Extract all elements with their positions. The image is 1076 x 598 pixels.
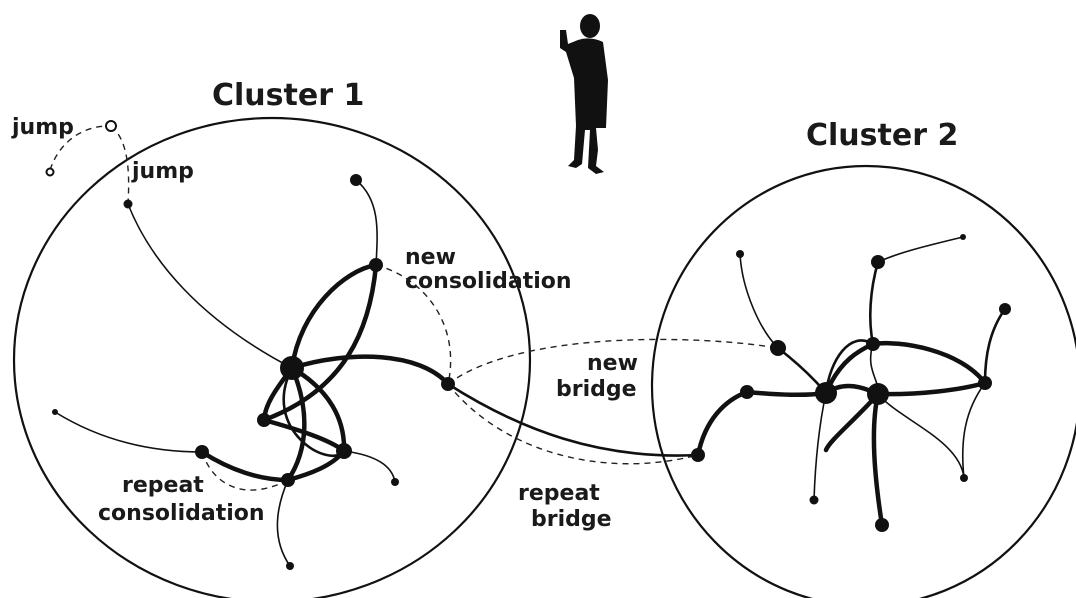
node xyxy=(257,413,271,427)
cluster-1-label: Cluster 1 xyxy=(212,78,364,113)
node xyxy=(736,250,744,258)
new-consolidation-label-line1: new xyxy=(405,245,456,270)
node xyxy=(441,377,455,391)
node xyxy=(369,258,383,272)
node xyxy=(281,473,295,487)
repeat-consolidation-label-line2: consolidation xyxy=(98,501,265,526)
node-hollow xyxy=(105,120,117,132)
node xyxy=(123,199,133,209)
node xyxy=(280,356,304,380)
node xyxy=(391,478,399,486)
node xyxy=(286,562,294,570)
node xyxy=(336,443,352,459)
cluster-2-label: Cluster 2 xyxy=(806,118,958,153)
node xyxy=(195,445,209,459)
repeat-bridge-label-line1: repeat xyxy=(518,481,600,506)
cluster-1-boundary xyxy=(12,116,532,598)
jump-label-outer: jump xyxy=(11,115,74,140)
cluster-2-links xyxy=(695,236,1007,528)
node xyxy=(809,495,819,505)
node xyxy=(740,385,754,399)
node xyxy=(999,303,1011,315)
node xyxy=(867,383,889,405)
node-hollow xyxy=(45,167,55,177)
person-silhouette-icon xyxy=(560,14,608,174)
new-bridge-label-line2: bridge xyxy=(556,377,637,402)
node xyxy=(52,409,58,415)
node xyxy=(350,174,362,186)
dashed-links xyxy=(49,125,779,491)
cluster-2-nodes xyxy=(691,234,1011,532)
new-consolidation-label-line2: consolidation xyxy=(405,269,572,294)
cluster-2-boundary xyxy=(650,164,1076,598)
node xyxy=(871,255,885,269)
node xyxy=(866,337,880,351)
new-bridge-label-line1: new xyxy=(587,351,638,376)
node xyxy=(691,448,705,462)
node xyxy=(960,234,966,240)
node xyxy=(815,382,837,404)
repeat-bridge-label-line2: bridge xyxy=(531,507,612,532)
node xyxy=(978,376,992,390)
node xyxy=(875,518,889,532)
node xyxy=(770,340,786,356)
jump-label-inner: jump xyxy=(131,159,194,184)
cluster-1-nodes xyxy=(45,120,455,570)
repeat-consolidation-label-line1: repeat xyxy=(122,473,204,498)
node xyxy=(960,474,968,482)
